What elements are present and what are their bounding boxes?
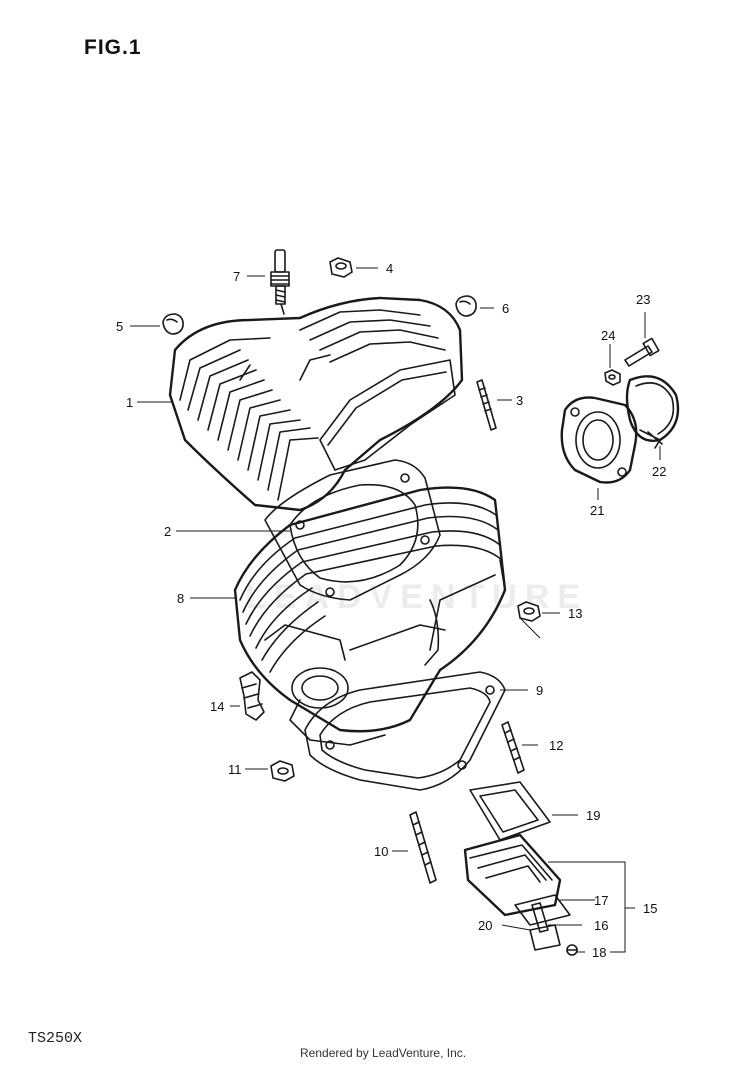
figure-title: FIG.1 bbox=[84, 36, 142, 59]
render-credit: Rendered by LeadVenture, Inc. bbox=[300, 1046, 467, 1060]
callout-23: 23 bbox=[636, 292, 650, 307]
reed-plate-part-20[interactable] bbox=[529, 924, 561, 951]
intake-pipe-part-21[interactable] bbox=[560, 396, 638, 484]
stud-bolt-part-10[interactable] bbox=[409, 811, 437, 884]
callout-11: 11 bbox=[228, 762, 242, 777]
callout-21: 21 bbox=[590, 503, 604, 518]
callout-1: 1 bbox=[126, 395, 133, 410]
base-gasket-part[interactable] bbox=[304, 671, 506, 791]
head-gasket-part[interactable] bbox=[264, 459, 441, 601]
stud-bolt-part-3[interactable] bbox=[476, 379, 497, 431]
callout-20: 20 bbox=[478, 918, 492, 933]
screw-part-16[interactable] bbox=[531, 902, 549, 933]
callout-labels: 1 2 3 4 5 6 7 8 9 10 11 12 13 14 15 16 1… bbox=[116, 261, 666, 960]
nipple-part-14[interactable] bbox=[239, 671, 265, 721]
nut-part-11[interactable] bbox=[270, 760, 295, 782]
leader-lines bbox=[130, 267, 661, 953]
stud-bolt-part-12[interactable] bbox=[501, 721, 525, 774]
callout-12: 12 bbox=[549, 738, 563, 753]
reed-gasket-part-19[interactable] bbox=[469, 781, 551, 841]
callout-15: 15 bbox=[643, 901, 657, 916]
callout-4: 4 bbox=[386, 261, 393, 276]
washer-part-24[interactable] bbox=[604, 369, 621, 386]
nut-part-4[interactable] bbox=[329, 257, 353, 278]
callout-24: 24 bbox=[601, 328, 615, 343]
callout-8: 8 bbox=[177, 591, 184, 606]
callout-9: 9 bbox=[536, 683, 543, 698]
screw-part-18[interactable] bbox=[566, 944, 578, 956]
clamp-part-22[interactable] bbox=[625, 375, 680, 449]
callout-5: 5 bbox=[116, 319, 123, 334]
cylinder-part[interactable] bbox=[233, 486, 507, 746]
callout-16: 16 bbox=[594, 918, 608, 933]
callout-19: 19 bbox=[586, 808, 600, 823]
callout-7: 7 bbox=[233, 269, 240, 284]
callout-2: 2 bbox=[164, 524, 171, 539]
callout-13: 13 bbox=[568, 606, 582, 621]
callout-6: 6 bbox=[502, 301, 509, 316]
callout-17: 17 bbox=[594, 893, 608, 908]
reed-stopper-part-17[interactable] bbox=[514, 894, 571, 926]
plug-part-5[interactable] bbox=[162, 313, 184, 335]
model-code: TS250X bbox=[28, 1030, 83, 1047]
nut-part-13[interactable] bbox=[517, 601, 541, 622]
bolt-part-23[interactable] bbox=[624, 337, 660, 367]
callout-10: 10 bbox=[374, 844, 388, 859]
spark-plug-part[interactable] bbox=[270, 249, 290, 315]
callout-14: 14 bbox=[210, 699, 224, 714]
cylinder-head-part[interactable] bbox=[168, 296, 464, 512]
callout-22: 22 bbox=[652, 464, 666, 479]
callout-3: 3 bbox=[516, 393, 523, 408]
plug-part-6[interactable] bbox=[455, 295, 477, 317]
reed-valve-part-15[interactable] bbox=[463, 833, 562, 917]
callout-18: 18 bbox=[592, 945, 606, 960]
